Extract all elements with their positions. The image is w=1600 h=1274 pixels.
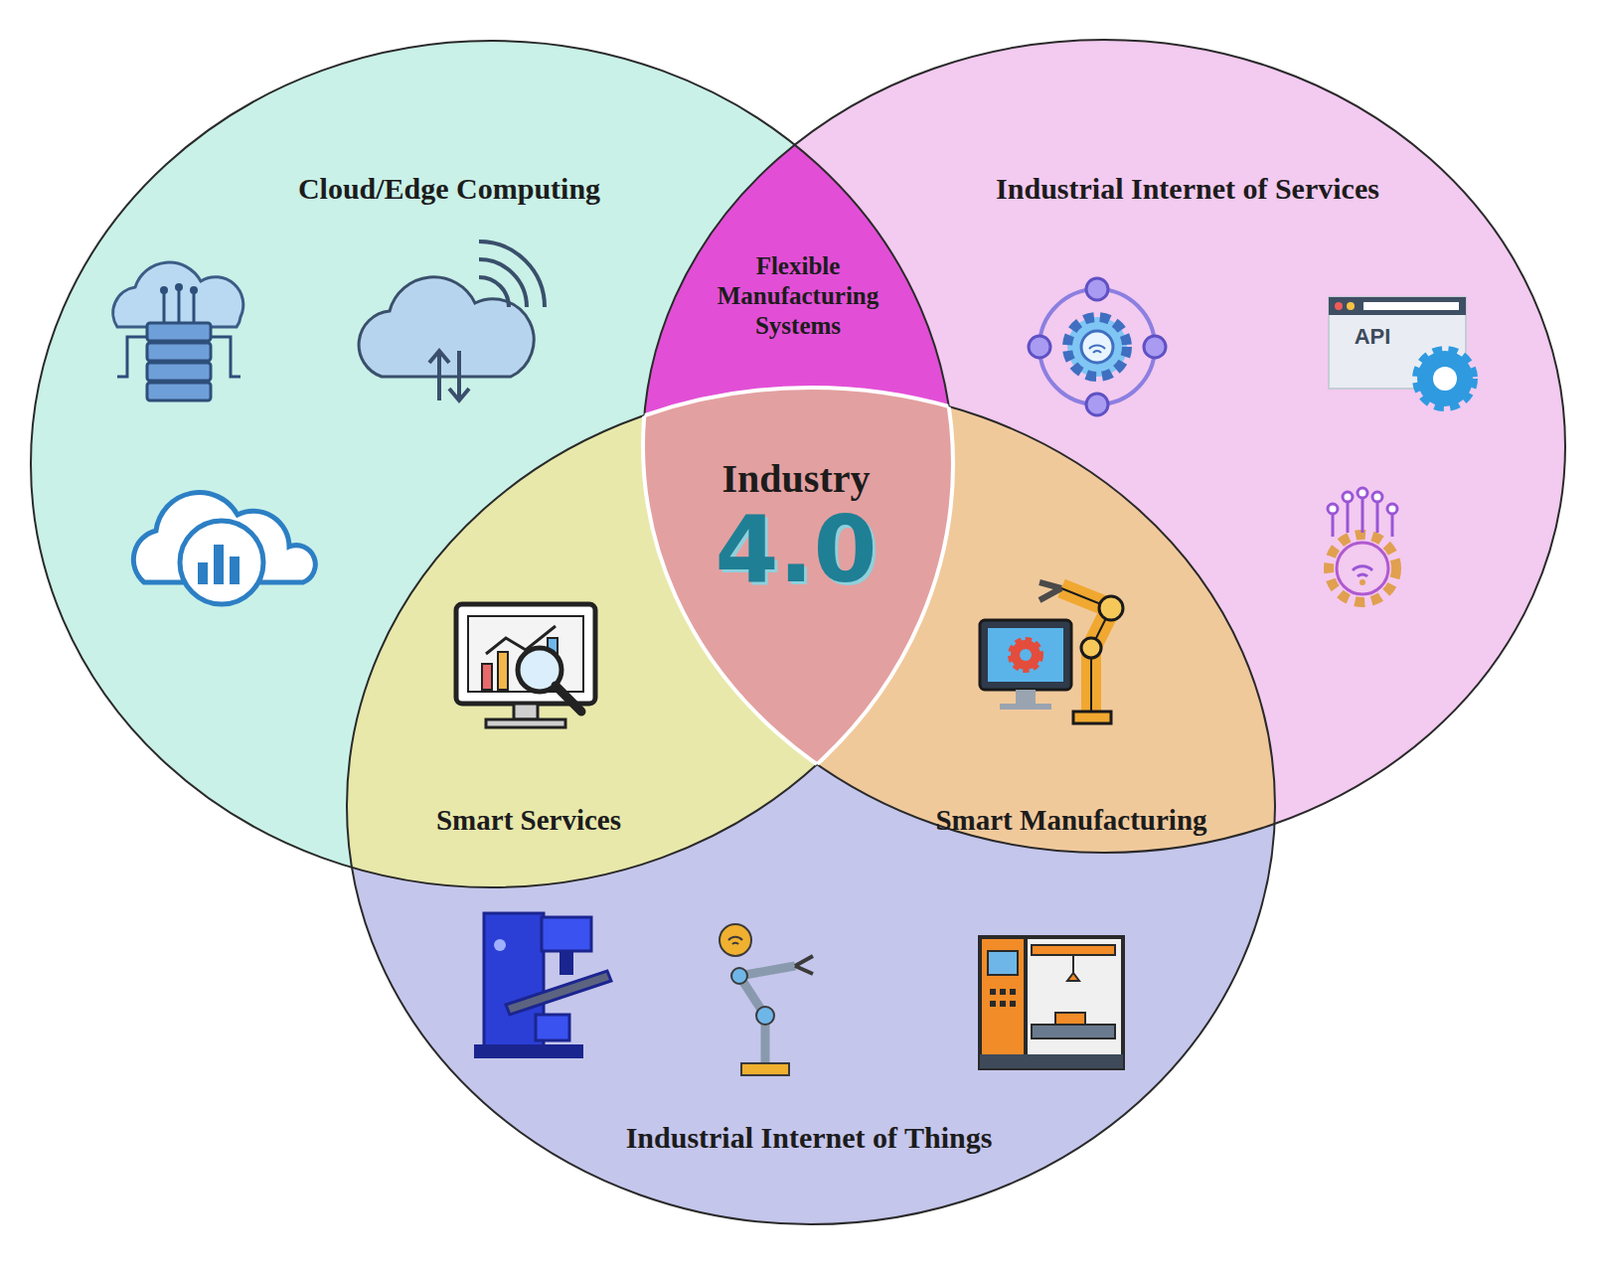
analytics-monitor-icon bbox=[456, 604, 596, 728]
cloud-analytics-icon bbox=[133, 492, 316, 605]
center-label: Industry4.0 bbox=[656, 455, 936, 600]
milling-machine-icon bbox=[474, 913, 612, 1059]
icon-label: API bbox=[1354, 323, 1392, 350]
region-title: Flexible Manufacturing Systems bbox=[678, 251, 918, 341]
printer-machine-icon bbox=[979, 937, 1123, 1069]
overlap-label: Smart Services bbox=[379, 802, 678, 838]
region-title: Industrial Internet of Services bbox=[909, 170, 1466, 207]
region-title: Smart Manufacturing bbox=[882, 802, 1261, 838]
gear-chip-icon bbox=[1327, 487, 1398, 603]
region-title: Industrial Internet of Things bbox=[530, 1120, 1088, 1156]
venn-overlap bbox=[346, 387, 1276, 1225]
venn-center bbox=[346, 387, 1276, 1225]
version-number: 4.0 bbox=[656, 502, 936, 600]
circle-label: Industrial Internet of Services bbox=[909, 170, 1466, 207]
venn-circle bbox=[346, 387, 1276, 1225]
region-title: Industry bbox=[656, 455, 936, 503]
gear-network-icon bbox=[1028, 278, 1166, 416]
venn-overlap bbox=[346, 387, 1276, 1225]
circle-label: Industrial Internet of Things bbox=[530, 1120, 1088, 1156]
region-title: Cloud/Edge Computing bbox=[220, 170, 678, 207]
overlap-label: Flexible Manufacturing Systems bbox=[678, 251, 918, 341]
robot-arm-icon bbox=[719, 924, 813, 1076]
region-title: Smart Services bbox=[379, 802, 678, 838]
api-window-icon bbox=[1328, 297, 1473, 407]
robot-arm-monitor-icon bbox=[979, 582, 1123, 724]
cloud-server-icon bbox=[113, 262, 244, 401]
cloud-sync-icon bbox=[358, 241, 545, 401]
overlap-label: Smart Manufacturing bbox=[882, 802, 1261, 838]
circle-label: Cloud/Edge Computing bbox=[220, 170, 678, 207]
